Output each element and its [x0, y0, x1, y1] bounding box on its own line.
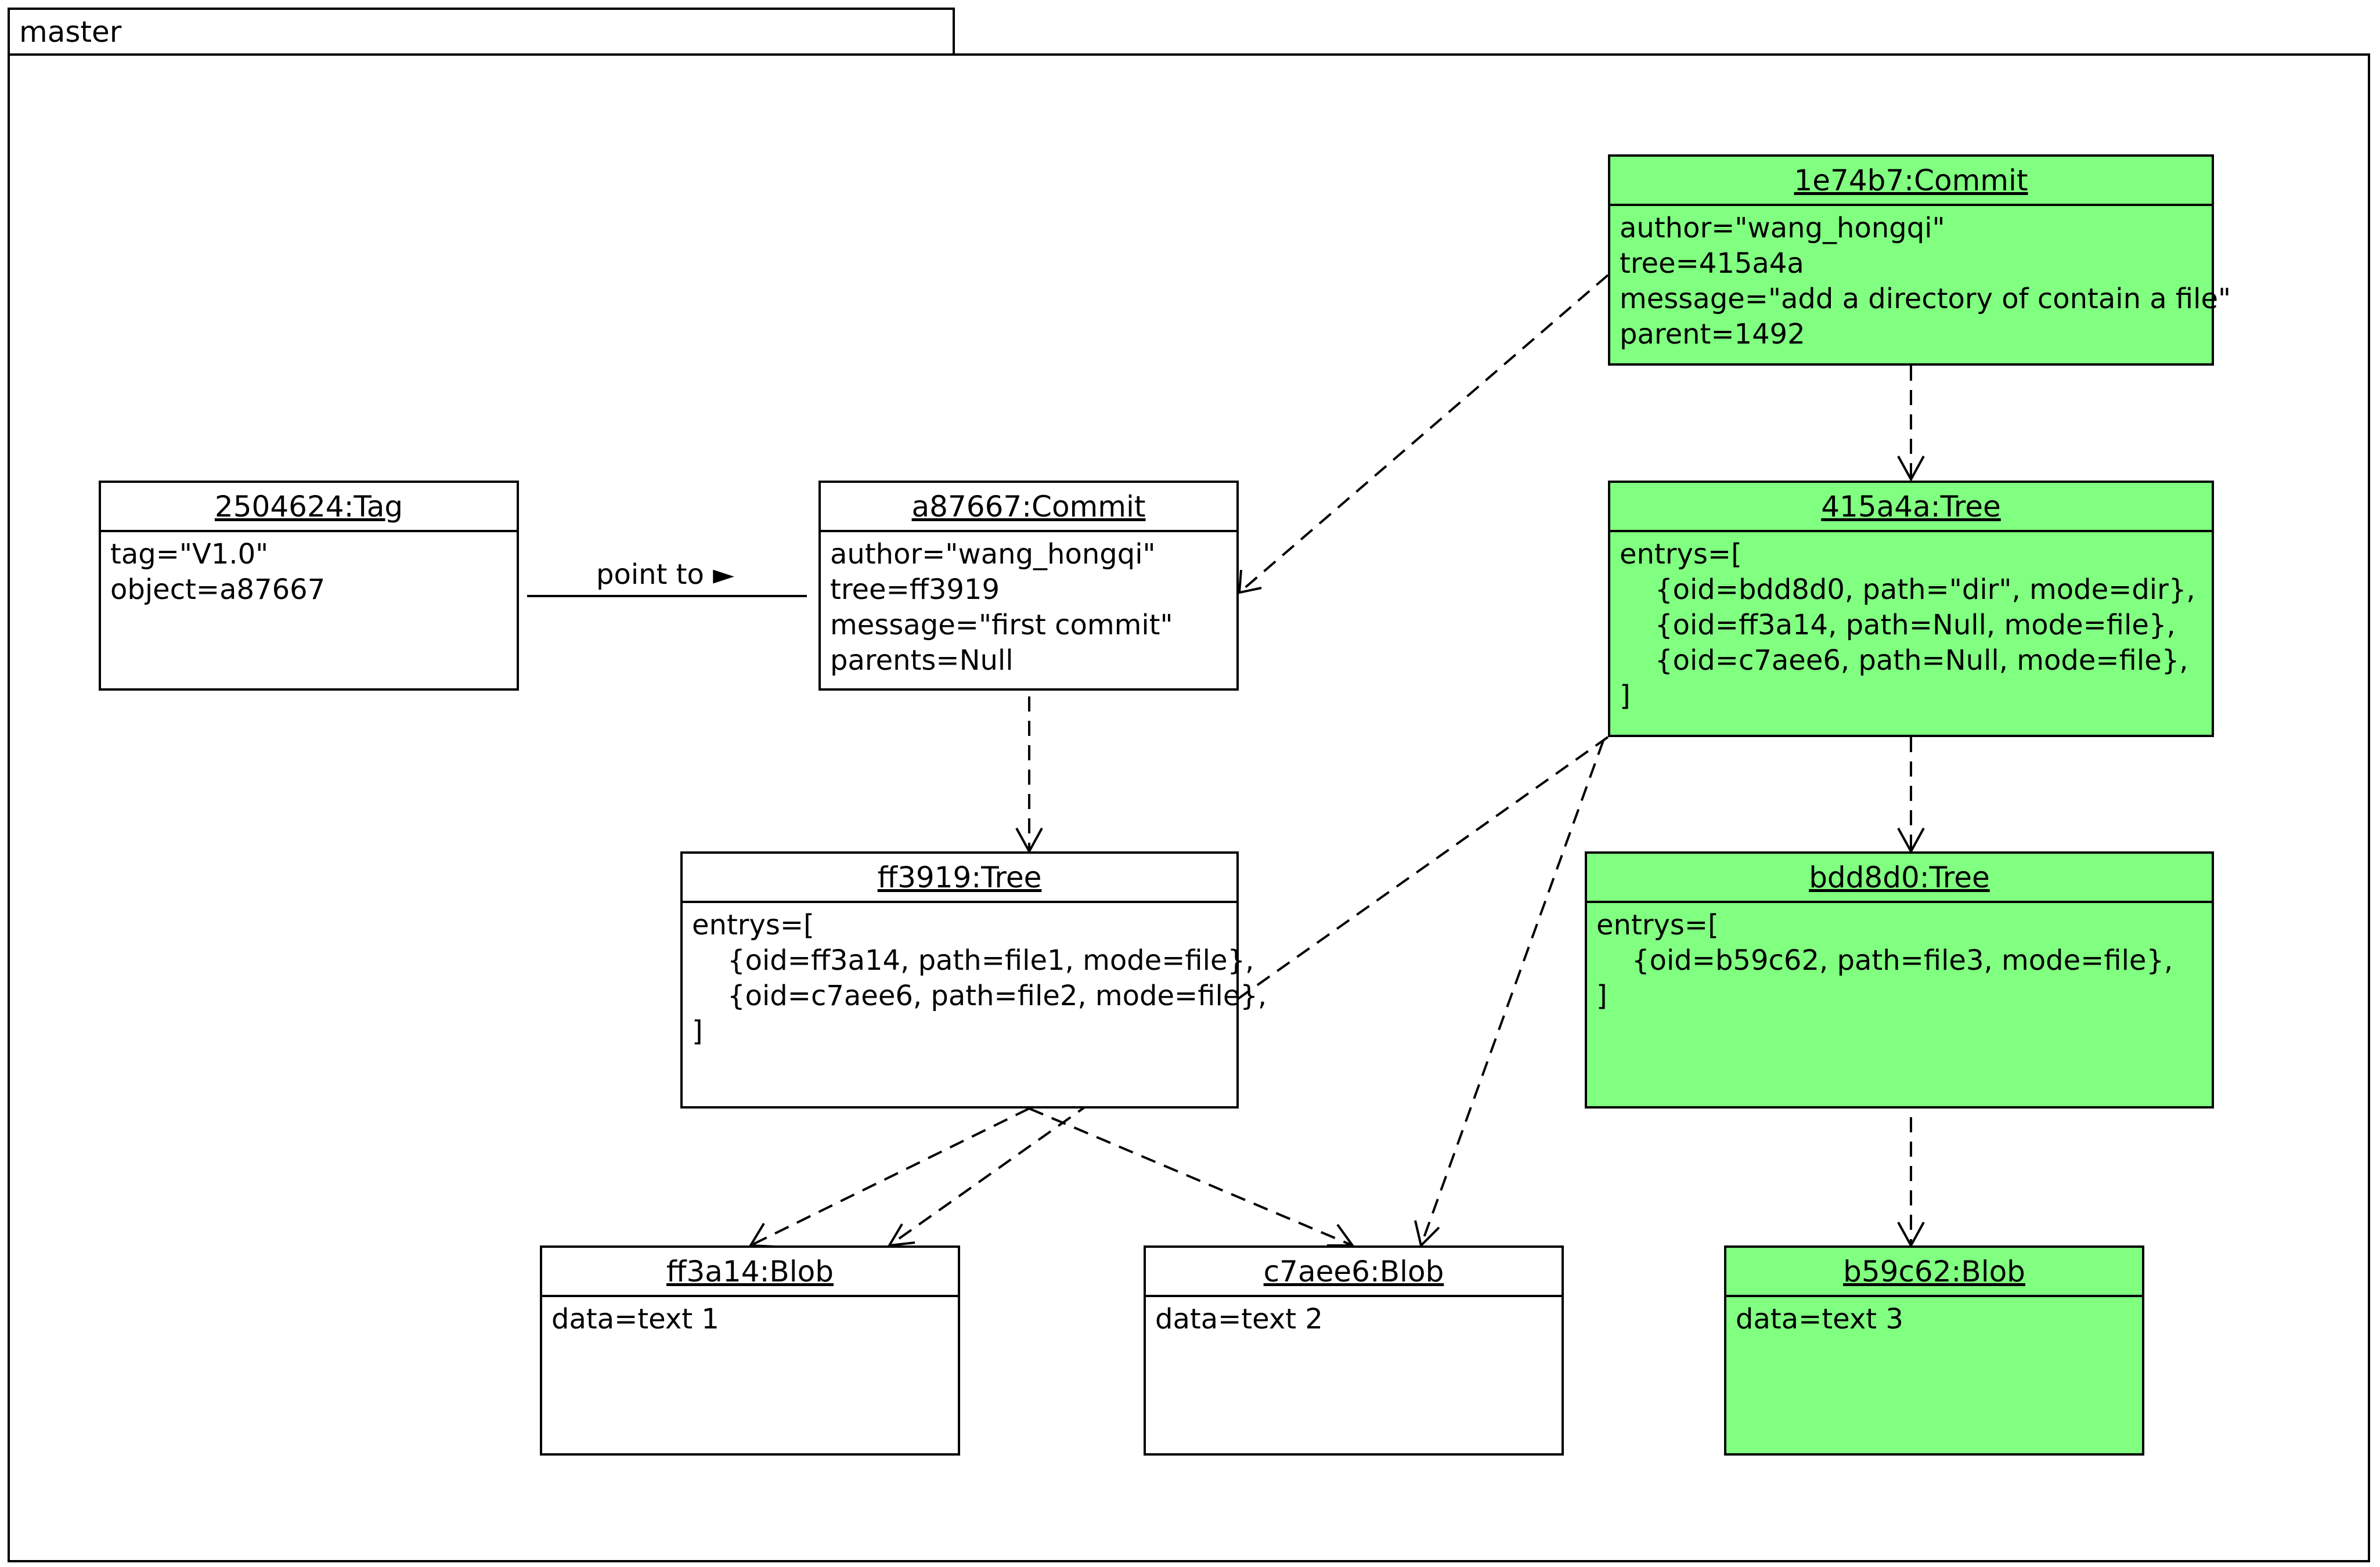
commit-object-1e74b7[interactable]: 1e74b7:Commit author="wang_hongqi" tree=… [1608, 154, 2231, 366]
tree-object-415a4a[interactable]: 415a4a:Tree entrys=[ {oid=bdd8d0, path="… [1608, 481, 2214, 737]
object-name: ff3a14:Blob [666, 1255, 834, 1288]
dependency-415a4a-to-c7aee6 [1420, 740, 1604, 1246]
point-to-label: point to ► [596, 558, 735, 591]
object-header: ff3919:Tree [683, 854, 1236, 903]
object-name: b59c62:Blob [1843, 1255, 2025, 1288]
tag-object-2504624[interactable]: 2504624:Tag tag="V1.0" object=a87667 [99, 481, 519, 691]
frame-master [8, 53, 2370, 1562]
dependency-415a4a-to-ff3a14 [888, 736, 1609, 1247]
arrowhead-ff3a14-from-415a4a [887, 1223, 915, 1247]
blob-object-b59c62[interactable]: b59c62:Blob data=text 3 [1724, 1245, 2144, 1456]
object-attributes: data=text 2 [1155, 1303, 1323, 1335]
object-attributes: entrys=[ {oid=ff3a14, path=file1, mode=f… [692, 909, 1267, 1048]
blob-object-c7aee6[interactable]: c7aee6:Blob data=text 2 [1144, 1245, 1564, 1456]
dependency-ff3919-to-c7aee6 [1029, 1107, 1353, 1247]
object-name: 2504624:Tag [214, 490, 403, 523]
dependency-ff3919-to-ff3a14 [750, 1107, 1030, 1247]
object-header: 1e74b7:Commit [1610, 157, 2212, 206]
object-header: c7aee6:Blob [1146, 1248, 1562, 1297]
frame-label: master [19, 15, 122, 49]
object-attributes: author="wang_hongqi" tree=ff3919 message… [830, 538, 1173, 677]
frame-tab: master [8, 8, 955, 56]
object-attributes: data=text 3 [1736, 1303, 1903, 1335]
object-attributes: author="wang_hongqi" tree=415a4a message… [1620, 212, 2231, 351]
object-name: 415a4a:Tree [1821, 490, 2001, 523]
object-name: bdd8d0:Tree [1809, 861, 1990, 894]
object-name: 1e74b7:Commit [1794, 164, 2028, 197]
object-attributes: entrys=[ {oid=bdd8d0, path="dir", mode=d… [1620, 538, 2195, 712]
object-header: 415a4a:Tree [1610, 483, 2212, 532]
object-header: b59c62:Blob [1726, 1248, 2142, 1297]
object-header: a87667:Commit [821, 483, 1236, 532]
object-header: ff3a14:Blob [542, 1248, 958, 1297]
arrowhead-a87667 [1238, 569, 1262, 594]
object-attributes: entrys=[ {oid=b59c62, path=file3, mode=f… [1596, 909, 2173, 1012]
dependency-1e74b7-to-a87667 [1238, 274, 1609, 594]
blob-object-ff3a14[interactable]: ff3a14:Blob data=text 1 [540, 1245, 960, 1456]
tree-object-ff3919[interactable]: ff3919:Tree entrys=[ {oid=ff3a14, path=f… [680, 851, 1267, 1109]
object-name: a87667:Commit [911, 490, 1146, 523]
object-attributes: data=text 1 [551, 1303, 719, 1335]
tree-object-bdd8d0[interactable]: bdd8d0:Tree entrys=[ {oid=b59c62, path=f… [1585, 851, 2214, 1109]
arrowhead-c7aee6-from-415a4a [1414, 1220, 1440, 1248]
commit-object-a87667[interactable]: a87667:Commit author="wang_hongqi" tree=… [818, 481, 1239, 691]
object-header: 2504624:Tag [101, 483, 517, 532]
object-attributes: tag="V1.0" object=a87667 [110, 538, 326, 606]
arrowhead-415a4a [1897, 456, 1925, 482]
object-name: c7aee6:Blob [1263, 1255, 1444, 1288]
object-name: ff3919:Tree [877, 861, 1042, 894]
object-header: bdd8d0:Tree [1587, 854, 2212, 903]
